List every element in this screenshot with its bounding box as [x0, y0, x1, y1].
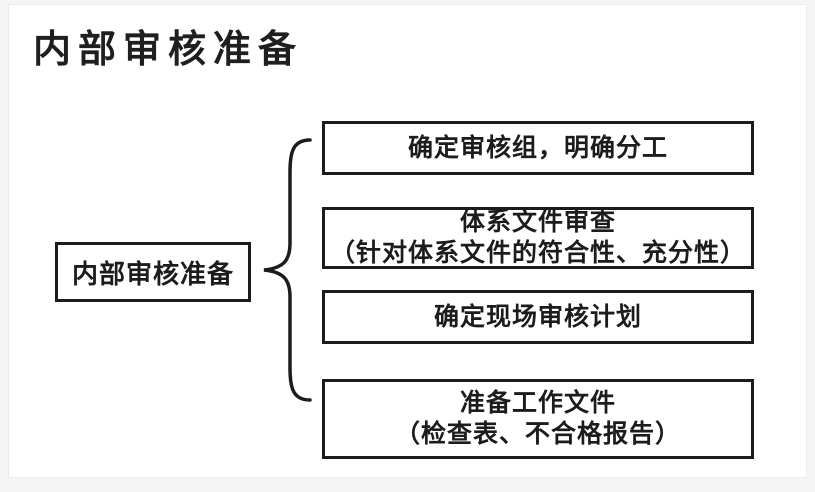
- curly-brace-icon: [260, 137, 314, 403]
- root-box-label: 内部审核准备: [71, 259, 234, 289]
- branch-line: 体系文件审查: [459, 209, 616, 236]
- branch-line: （针对体系文件的符合性、充分性）: [329, 240, 746, 267]
- branch-line: 确定现场审核计划: [433, 303, 642, 331]
- branch-line: 准备工作文件: [459, 390, 616, 417]
- root-box: 内部审核准备: [55, 242, 251, 302]
- page-title: 内部审核准备: [33, 29, 304, 71]
- branch-box-working-documents: 准备工作文件 （检查表、不合格报告）: [322, 379, 754, 459]
- branch-box-document-review: 体系文件审查 （针对体系文件的符合性、充分性）: [322, 207, 754, 269]
- branch-box-audit-team: 确定审核组，明确分工: [322, 121, 754, 175]
- branch-line: 确定审核组，明确分工: [407, 134, 668, 162]
- branch-box-onsite-plan: 确定现场审核计划: [322, 290, 754, 344]
- branch-line: （检查表、不合格报告）: [394, 421, 681, 448]
